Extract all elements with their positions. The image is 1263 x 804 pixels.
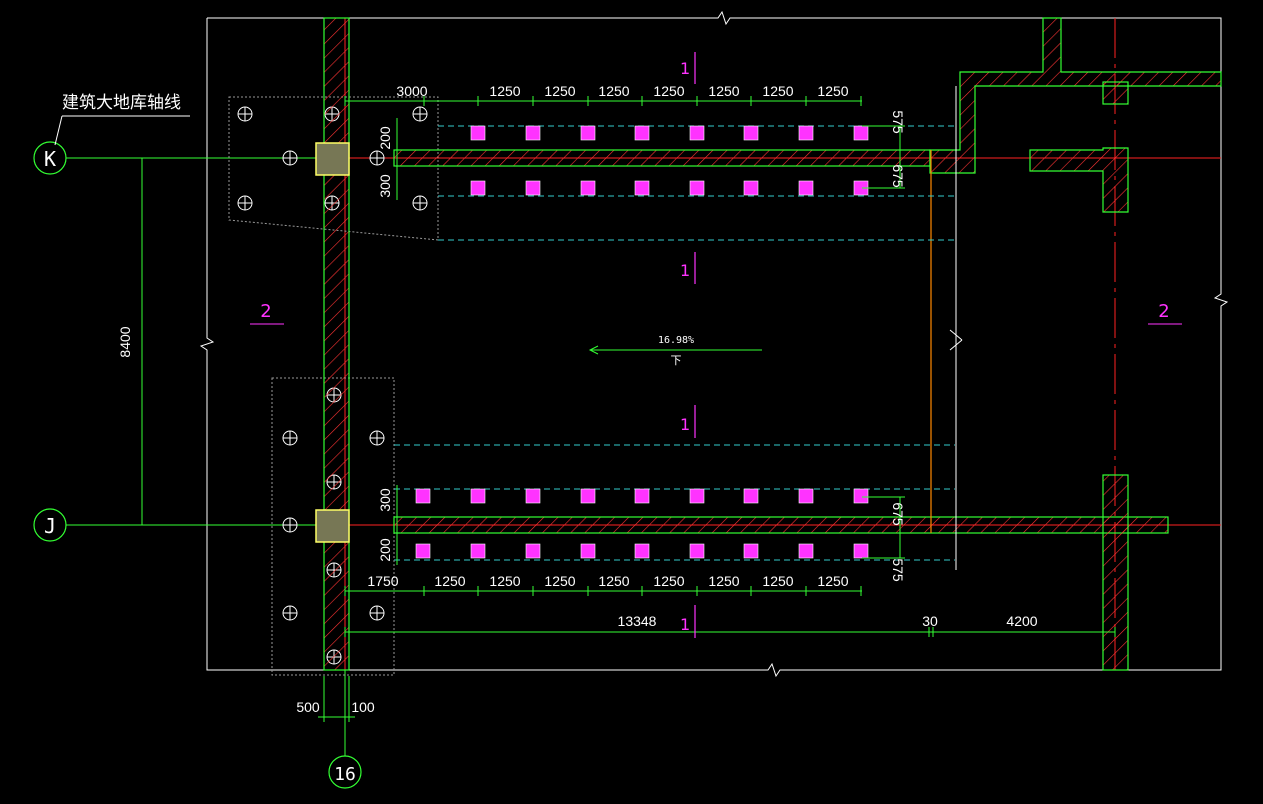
svg-text:575: 575 xyxy=(890,110,906,134)
svg-text:2: 2 xyxy=(1158,301,1169,322)
svg-text:200: 200 xyxy=(377,126,393,150)
svg-text:1250: 1250 xyxy=(544,573,575,589)
svg-text:575: 575 xyxy=(890,558,906,582)
axis-note-text: 建筑大地库轴线 xyxy=(62,93,181,113)
section-2-right: 2 xyxy=(1148,301,1182,325)
axis-label-16: 16 xyxy=(334,764,356,785)
svg-text:300: 300 xyxy=(377,174,393,198)
svg-text:1250: 1250 xyxy=(598,573,629,589)
anchor-squares xyxy=(415,125,869,559)
slope-arrow xyxy=(588,345,762,355)
svg-text:1250: 1250 xyxy=(653,573,684,589)
svg-text:2: 2 xyxy=(260,301,271,322)
section-1-marks: 1 1 1 1 xyxy=(680,52,696,638)
svg-text:500: 500 xyxy=(296,699,320,715)
axis-bubble-k: K xyxy=(33,141,67,175)
svg-text:1250: 1250 xyxy=(762,573,793,589)
svg-text:8400: 8400 xyxy=(117,326,133,357)
svg-text:1: 1 xyxy=(680,615,690,634)
axis-note-leader xyxy=(54,115,63,146)
axis-label-k: K xyxy=(44,147,56,171)
svg-text:1250: 1250 xyxy=(653,83,684,99)
svg-text:30: 30 xyxy=(922,613,938,629)
svg-text:1250: 1250 xyxy=(489,573,520,589)
svg-text:1250: 1250 xyxy=(817,573,848,589)
svg-text:3000: 3000 xyxy=(396,83,427,99)
svg-text:100: 100 xyxy=(351,699,375,715)
axis-leaders xyxy=(66,157,346,756)
dimension-texts: 3000 1250 1250 1250 1250 1250 1250 1250 … xyxy=(117,83,1038,715)
svg-text:1250: 1250 xyxy=(544,83,575,99)
axis-bubble-j: J xyxy=(33,508,67,542)
joint-line xyxy=(930,86,963,570)
svg-text:1: 1 xyxy=(680,261,690,280)
svg-text:1250: 1250 xyxy=(434,573,465,589)
svg-text:1: 1 xyxy=(680,59,690,78)
hatched-walls xyxy=(323,17,1222,671)
axis-bubble-16: 16 xyxy=(328,755,362,789)
section-2-left: 2 xyxy=(250,301,284,325)
slope-mark: 下 xyxy=(671,354,682,367)
svg-text:13348: 13348 xyxy=(618,613,657,629)
svg-text:1750: 1750 xyxy=(367,573,398,589)
svg-text:675: 675 xyxy=(890,502,906,526)
svg-text:300: 300 xyxy=(377,488,393,512)
svg-text:1250: 1250 xyxy=(708,573,739,589)
svg-text:1250: 1250 xyxy=(708,83,739,99)
drawing-border xyxy=(199,10,1229,678)
dimension-lines xyxy=(318,96,1116,722)
svg-text:675: 675 xyxy=(890,164,906,188)
column-squares xyxy=(315,142,350,543)
slope-text: 16.98% xyxy=(658,335,694,346)
svg-text:200: 200 xyxy=(377,538,393,562)
svg-text:1250: 1250 xyxy=(489,83,520,99)
svg-text:4200: 4200 xyxy=(1006,613,1037,629)
svg-text:1250: 1250 xyxy=(762,83,793,99)
svg-text:1: 1 xyxy=(680,415,690,434)
svg-text:1250: 1250 xyxy=(817,83,848,99)
svg-text:1250: 1250 xyxy=(598,83,629,99)
axis-label-j: J xyxy=(44,514,56,538)
